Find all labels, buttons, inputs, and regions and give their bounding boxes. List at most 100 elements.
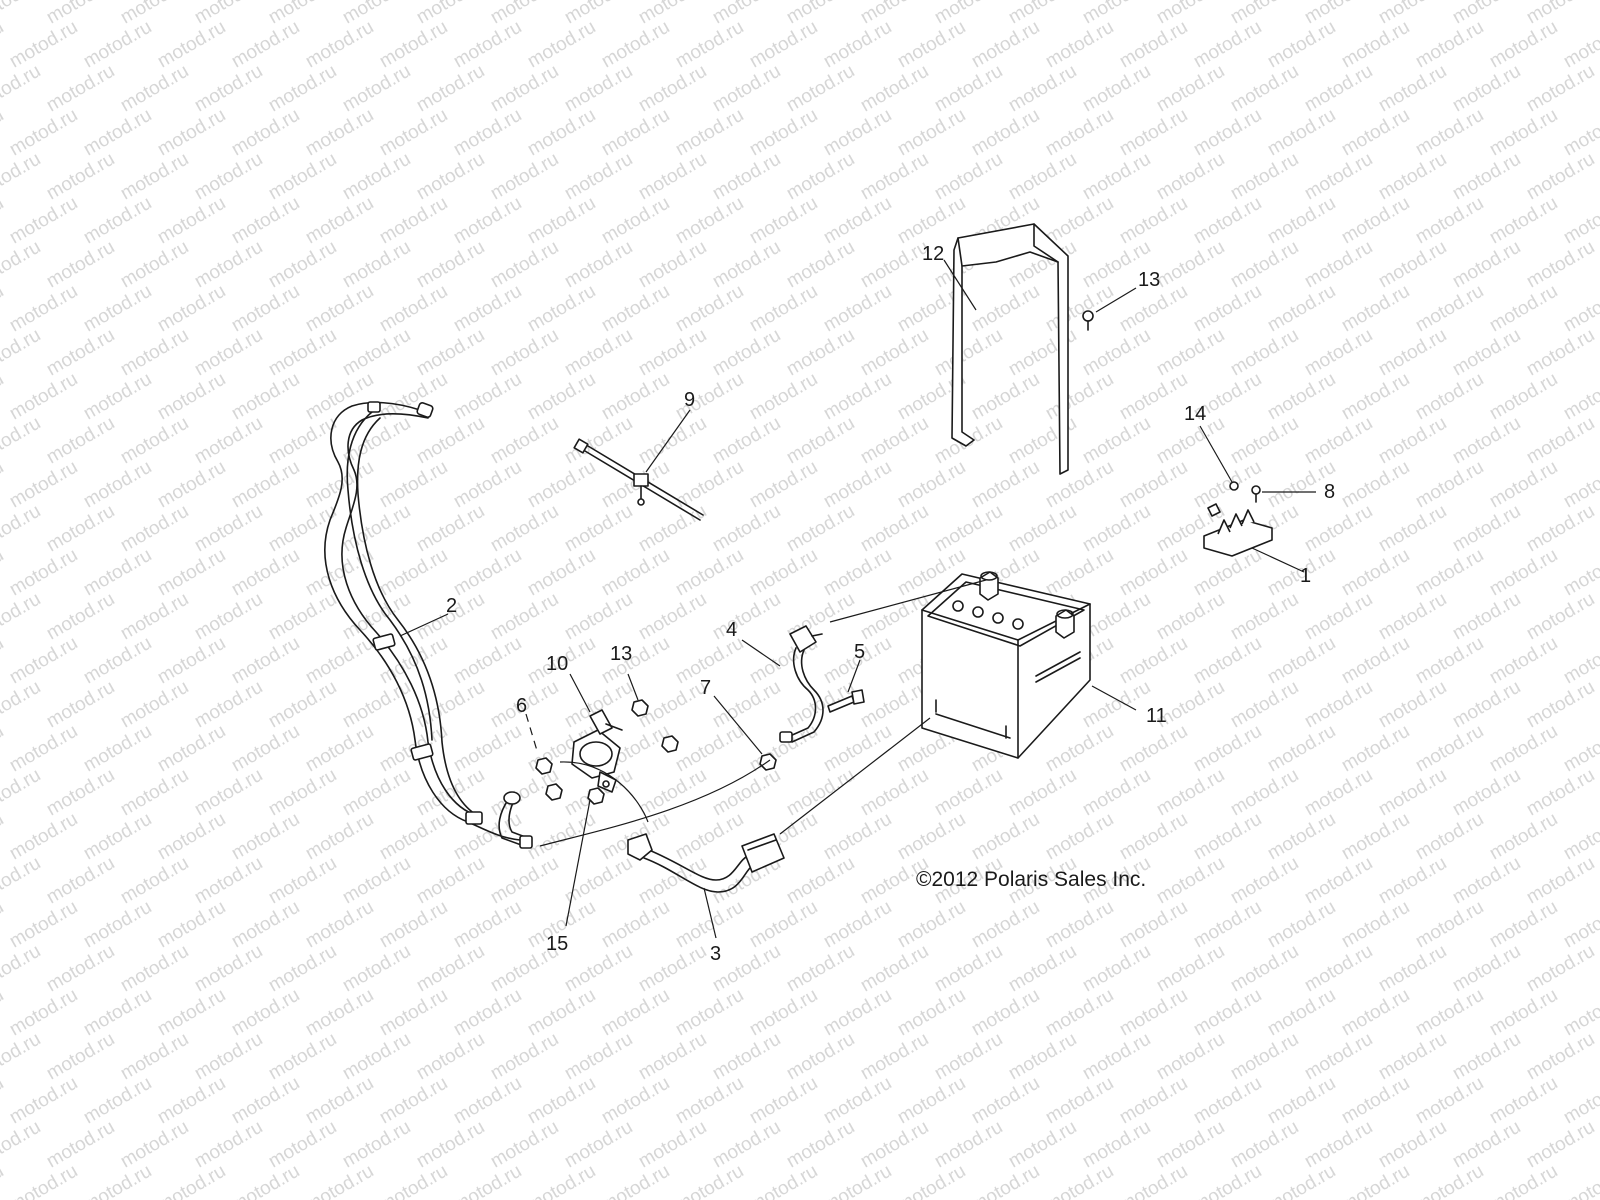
- watermark-text: motod.ru: [1079, 325, 1154, 381]
- watermark-text: motod.ru: [1301, 589, 1376, 645]
- watermark-text: motod.ru: [80, 17, 155, 73]
- watermark-text: motod.ru: [43, 413, 118, 469]
- watermark-text: motod.ru: [1412, 17, 1487, 73]
- part-10-solenoid: [571, 709, 623, 793]
- watermark-text: motod.ru: [0, 237, 44, 293]
- watermark-text: motod.ru: [524, 193, 599, 249]
- watermark-text: motod.ru: [1301, 1117, 1376, 1173]
- watermark-text: motod.ru: [191, 413, 266, 469]
- watermark-text: motod.ru: [0, 281, 7, 337]
- watermark-text: motod.ru: [191, 0, 266, 28]
- watermark-text: motod.ru: [524, 281, 599, 337]
- watermark-text: motod.ru: [1153, 325, 1228, 381]
- watermark-text: motod.ru: [1227, 853, 1302, 909]
- watermark-text: motod.ru: [783, 1029, 858, 1085]
- watermark-text: motod.ru: [561, 501, 636, 557]
- watermark-text: motod.ru: [1449, 677, 1524, 733]
- watermark-text: motod.ru: [376, 1073, 451, 1129]
- watermark-text: motod.ru: [1042, 545, 1117, 601]
- watermark-text: motod.ru: [1227, 325, 1302, 381]
- watermark-text: motod.ru: [154, 985, 229, 1041]
- watermark-text: motod.ru: [1301, 325, 1376, 381]
- watermark-text: motod.ru: [1227, 149, 1302, 205]
- watermark-text: motod.ru: [672, 985, 747, 1041]
- watermark-text: motod.ru: [746, 369, 821, 425]
- watermark-text: motod.ru: [931, 501, 1006, 557]
- watermark-text: motod.ru: [931, 765, 1006, 821]
- watermark-text: motod.ru: [450, 193, 525, 249]
- watermark-text: motod.ru: [0, 1073, 7, 1129]
- watermark-text: motod.ru: [265, 149, 340, 205]
- watermark-text: motod.ru: [0, 413, 44, 469]
- watermark-text: motod.ru: [598, 545, 673, 601]
- watermark-text: motod.ru: [598, 281, 673, 337]
- watermark-text: motod.ru: [0, 325, 44, 381]
- watermark-text: motod.ru: [672, 193, 747, 249]
- watermark-text: motod.ru: [894, 457, 969, 513]
- watermark-text: motod.ru: [746, 281, 821, 337]
- watermark-text: motod.ru: [598, 105, 673, 161]
- watermark-text: motod.ru: [635, 589, 710, 645]
- watermark-text: motod.ru: [191, 325, 266, 381]
- watermark-text: motod.ru: [191, 61, 266, 117]
- watermark-text: motod.ru: [1116, 897, 1191, 953]
- watermark-text: motod.ru: [1116, 721, 1191, 777]
- watermark-text: motod.ru: [0, 61, 44, 117]
- watermark-text: motod.ru: [191, 1029, 266, 1085]
- watermark-text: motod.ru: [709, 1029, 784, 1085]
- part-15-nut: [587, 787, 605, 805]
- watermark-text: motod.ru: [450, 633, 525, 689]
- watermark-text: motod.ru: [117, 61, 192, 117]
- watermark-text: motod.ru: [265, 413, 340, 469]
- watermark-text: motod.ru: [635, 501, 710, 557]
- watermark-text: motod.ru: [1560, 281, 1600, 337]
- watermark-text: motod.ru: [117, 677, 192, 733]
- watermark-text: motod.ru: [1264, 281, 1339, 337]
- watermark-text: motod.ru: [265, 765, 340, 821]
- watermark-text: motod.ru: [228, 281, 303, 337]
- watermark-text: motod.ru: [413, 413, 488, 469]
- watermark-text: motod.ru: [413, 0, 488, 28]
- watermark-text: motod.ru: [1264, 193, 1339, 249]
- watermark-text: motod.ru: [931, 1117, 1006, 1173]
- watermark-text: motod.ru: [302, 721, 377, 777]
- watermark-text: motod.ru: [265, 237, 340, 293]
- watermark-text: motod.ru: [0, 1161, 7, 1200]
- watermark-text: motod.ru: [80, 193, 155, 249]
- watermark-text: motod.ru: [228, 457, 303, 513]
- watermark-text: motod.ru: [413, 149, 488, 205]
- watermark-text: motod.ru: [302, 193, 377, 249]
- watermark-text: motod.ru: [302, 369, 377, 425]
- watermark-text: motod.ru: [561, 589, 636, 645]
- watermark-text: motod.ru: [894, 985, 969, 1041]
- watermark-text: motod.ru: [1338, 369, 1413, 425]
- watermark-text: motod.ru: [117, 501, 192, 557]
- watermark-text: motod.ru: [265, 1117, 340, 1173]
- watermark-text: motod.ru: [0, 1029, 44, 1085]
- callout-1: 1: [1300, 565, 1311, 587]
- watermark-text: motod.ru: [1486, 17, 1561, 73]
- watermark-text: motod.ru: [635, 237, 710, 293]
- watermark-text: motod.ru: [968, 281, 1043, 337]
- watermark-text: motod.ru: [1079, 413, 1154, 469]
- watermark-text: motod.ru: [635, 1117, 710, 1173]
- watermark-text: motod.ru: [0, 633, 7, 689]
- watermark-text: motod.ru: [154, 897, 229, 953]
- watermark-text: motod.ru: [857, 1117, 932, 1173]
- watermark-text: motod.ru: [1116, 545, 1191, 601]
- watermark-text: motod.ru: [1486, 281, 1561, 337]
- watermark-text: motod.ru: [450, 721, 525, 777]
- callout-14: 14: [1184, 403, 1206, 425]
- watermark-text: motod.ru: [709, 325, 784, 381]
- watermark-text: motod.ru: [376, 281, 451, 337]
- watermark-text: motod.ru: [1005, 149, 1080, 205]
- watermark-text: motod.ru: [1227, 765, 1302, 821]
- watermark-text: motod.ru: [1227, 0, 1302, 28]
- watermark-text: motod.ru: [0, 677, 44, 733]
- watermark-text: motod.ru: [1079, 501, 1154, 557]
- watermark-text: motod.ru: [524, 809, 599, 865]
- watermark-text: motod.ru: [43, 677, 118, 733]
- watermark-text: motod.ru: [1523, 61, 1598, 117]
- watermark-text: motod.ru: [1301, 501, 1376, 557]
- watermark-text: motod.ru: [1116, 457, 1191, 513]
